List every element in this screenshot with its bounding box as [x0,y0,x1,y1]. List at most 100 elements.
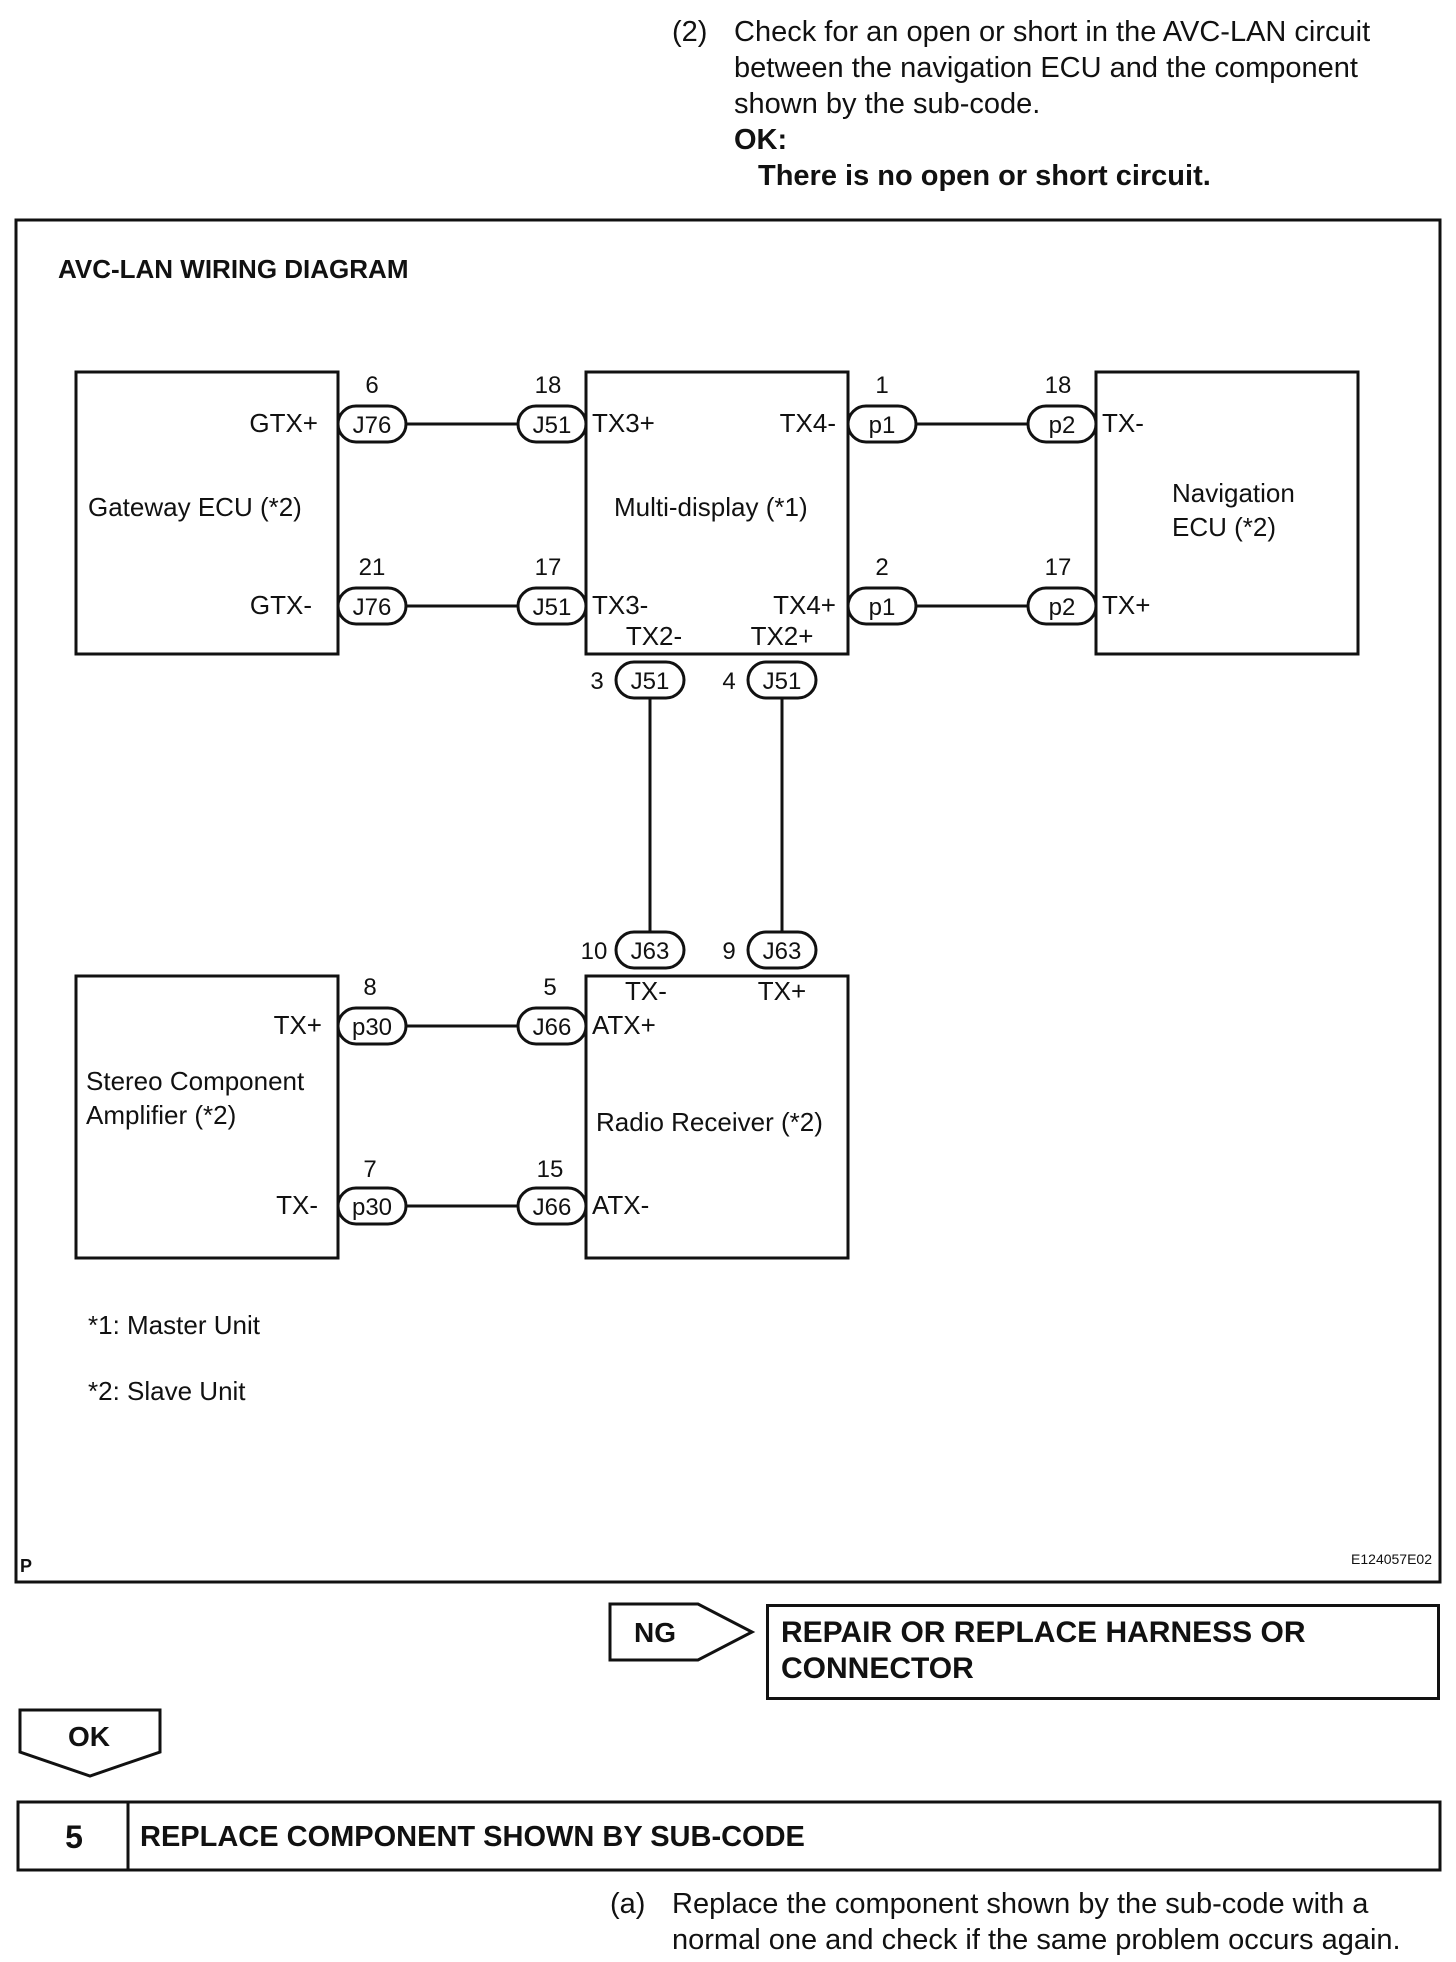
connector-code: J66 [533,1014,572,1041]
connector-pill [336,586,408,626]
terminal-label: TX- [276,1190,318,1220]
connector-code: p30 [352,1194,392,1221]
connector-pill [336,1186,408,1226]
connector-code: J51 [533,594,572,621]
step-description-line: Check for an open or short in the AVC-LA… [734,16,1371,48]
terminal-label: TX2+ [751,621,814,651]
connector-code: J63 [631,938,670,965]
pin-number: 21 [359,554,386,581]
connector-pill [846,404,918,444]
step-description-line: between the navigation ECU and the compo… [734,52,1358,84]
terminal-label: GTX- [250,590,312,620]
connector-code: J51 [533,412,572,439]
navigation-ecu-label: Navigation [1172,478,1295,508]
pin-number: 18 [1045,372,1072,399]
pin-number: 6 [365,372,378,399]
terminal-label: TX- [625,976,667,1006]
connector-pill [336,1006,408,1046]
pin-number: 10 [581,938,608,965]
connector-pill [746,660,818,700]
stereo-amplifier-box [74,974,340,1260]
connector-code: p2 [1049,594,1076,621]
connector-code: p30 [352,1014,392,1041]
terminal-label: TX4+ [773,590,836,620]
terminal-label: TX- [1102,408,1144,438]
connector-pill [846,586,918,626]
ng-action-text: REPAIR OR REPLACE HARNESS OR CONNECTOR [781,1615,1306,1687]
terminal-label: TX2- [626,621,682,651]
connector-code: p1 [869,594,896,621]
pin-number: 9 [722,938,735,965]
step-number: (2) [672,16,708,48]
gateway-ecu-label: Gateway ECU (*2) [88,492,302,522]
multi-display-label: Multi-display (*1) [614,492,808,522]
connector-code: J76 [353,412,392,439]
pin-number: 4 [722,668,735,695]
connector-pill [516,1006,588,1046]
ok-criteria-label: OK: [734,124,788,156]
radio-receiver-box [584,974,850,1260]
ng-arrow [608,1602,756,1662]
connector-code: J63 [763,938,802,965]
ng-action-line: REPAIR OR REPLACE HARNESS OR [781,1616,1306,1649]
step5-bar [16,1800,1442,1872]
terminal-label: TX3- [592,590,648,620]
step-description-line: shown by the sub-code. [734,88,1041,120]
substep-line: normal one and check if the same problem… [672,1924,1401,1956]
stereo-amplifier-label: Amplifier (*2) [86,1100,236,1130]
connector-code: p1 [869,412,896,439]
connector-code: J76 [353,594,392,621]
pin-number: 8 [363,974,376,1001]
connector-pill [516,1186,588,1226]
diagram-id: E124057E02 [1351,1551,1432,1567]
connector-pill [516,586,588,626]
connector-pill [614,660,686,700]
connector-code: J51 [631,668,670,695]
substep-text: Replace the component shown by the sub-c… [672,1886,1401,1958]
step-description: Check for an open or short in the AVC-LA… [734,14,1370,194]
terminal-label: ATX+ [592,1010,656,1040]
terminal-label: TX+ [758,976,806,1006]
terminal-label: GTX+ [249,408,318,438]
terminal-label: ATX- [592,1190,649,1220]
multi-display-box [584,370,850,656]
gateway-ecu-box [74,370,340,656]
ok-arrow [18,1708,162,1778]
terminal-label: TX4- [780,408,836,438]
terminal-label: TX+ [274,1010,322,1040]
diagram-title: AVC-LAN WIRING DIAGRAM [58,254,408,284]
connector-pill [1026,404,1098,444]
substep-label: (a) [610,1888,646,1920]
ng-action-line: CONNECTOR [781,1652,974,1685]
navigation-ecu-box [1094,370,1360,656]
diagram-corner-mark: P [20,1556,32,1576]
footnote: *2: Slave Unit [88,1376,246,1406]
pin-number: 2 [875,554,888,581]
pin-number: 18 [535,372,562,399]
substep-line: Replace the component shown by the sub-c… [672,1888,1369,1920]
terminal-label: TX3+ [592,408,655,438]
pin-number: 3 [590,668,603,695]
pin-number: 15 [537,1156,564,1183]
connector-code: J66 [533,1194,572,1221]
diagram-frame [14,218,1442,1584]
connector-code: p2 [1049,412,1076,439]
connector-pill [516,404,588,444]
connector-pill [336,404,408,444]
ng-action-box: REPAIR OR REPLACE HARNESS OR CONNECTOR [766,1604,1440,1700]
pin-number: 17 [1045,554,1072,581]
pin-number: 17 [535,554,562,581]
connector-code: J51 [763,668,802,695]
ng-label: NG [634,1617,676,1648]
terminal-label: TX+ [1102,590,1150,620]
step5-number: 5 [65,1819,83,1855]
connector-pill [746,930,818,970]
ok-label: OK [68,1721,110,1752]
radio-receiver-label: Radio Receiver (*2) [596,1107,823,1137]
navigation-ecu-label: ECU (*2) [1172,512,1276,542]
stereo-amplifier-label: Stereo Component [86,1066,305,1096]
connector-pill [614,930,686,970]
connector-pill [1026,586,1098,626]
footnote: *1: Master Unit [88,1310,261,1340]
